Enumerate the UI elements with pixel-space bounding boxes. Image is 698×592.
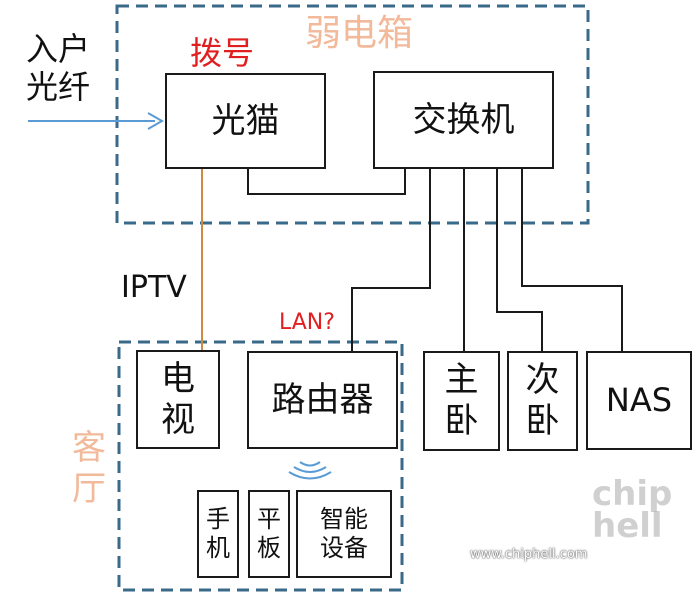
watermark-url: www.chiphell.com [470,547,588,562]
smart-device-label: 智能 设备 [320,505,368,562]
switch-label: 交换机 [412,99,515,140]
living-room-border [117,340,404,592]
switch-router-line [351,168,431,352]
fiber-arrowhead [147,112,165,130]
wifi-icon [288,461,332,480]
second-bedroom-node: 次 卧 [507,351,578,451]
second-bedroom-label: 次 卧 [525,360,560,441]
iptv-label: IPTV [121,270,187,305]
modem-node: 光猫 [165,73,326,169]
switch-node: 交换机 [373,71,554,169]
phone-label: 手 机 [206,505,230,562]
master-bedroom-label: 主 卧 [444,360,479,441]
dial-label: 拨号 [190,34,255,72]
weak-box-border [115,4,590,225]
fiber-in-label: 入户 光纤 [26,30,91,107]
weak-box-label: 弱电箱 [305,13,414,54]
switch-second-line [496,168,543,352]
tv-node: 电 视 [136,350,220,449]
tv-label: 电 视 [161,358,195,440]
smart-device-node: 智能 设备 [296,490,392,578]
router-label: 路由器 [271,379,374,420]
router-node: 路由器 [247,351,398,449]
tablet-label: 平 板 [257,505,281,562]
nas-label: NAS [605,381,673,420]
living-room-label: 客 厅 [72,428,106,509]
modem-switch-line [247,168,406,195]
switch-nas-line [521,168,623,352]
modem-label: 光猫 [211,100,280,141]
tablet-node: 平 板 [248,490,290,578]
lan-label: LAN? [279,310,335,335]
nas-node: NAS [586,351,692,450]
watermark-logo: chip hell [592,474,673,547]
phone-node: 手 机 [197,490,239,578]
master-bedroom-node: 主 卧 [423,351,500,451]
